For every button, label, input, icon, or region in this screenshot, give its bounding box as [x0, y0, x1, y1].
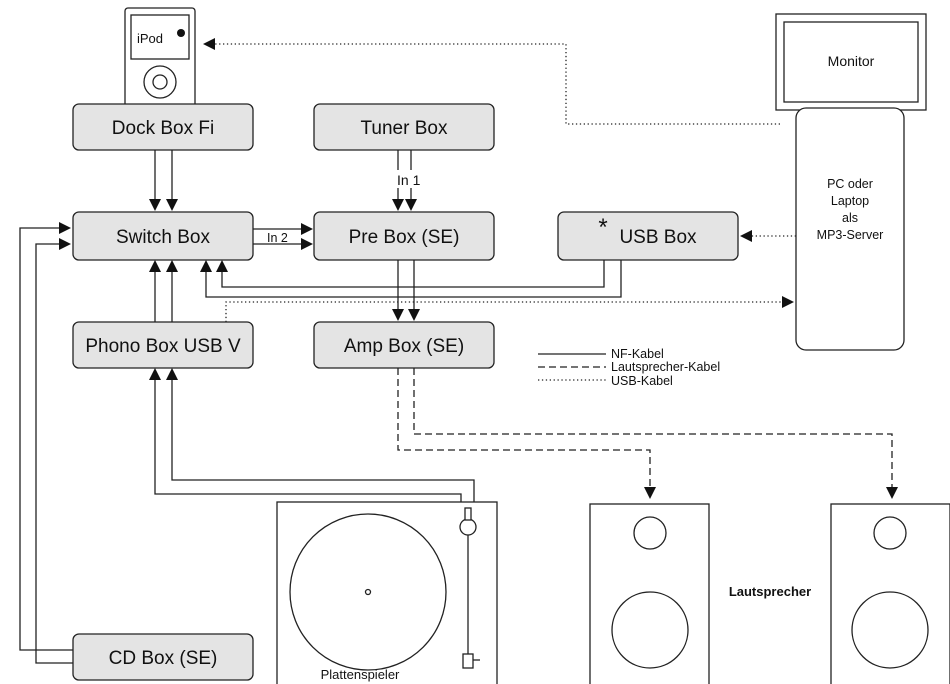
amp-box: Amp Box (SE) [313, 321, 495, 369]
dock-box: Dock Box Fi [72, 103, 254, 151]
monitor-label: Monitor [828, 53, 875, 69]
usb-box: * USB Box [557, 211, 739, 261]
turntable-label: Plattenspieler [321, 667, 400, 682]
tuner-box-label: Tuner Box [361, 118, 448, 139]
speaker-icon [830, 503, 950, 684]
usb-box-star: * [598, 214, 607, 241]
legend-nf: NF-Kabel [611, 347, 664, 361]
tuner-box: Tuner Box [313, 103, 495, 151]
pc-label-line-1: PC oder [827, 177, 873, 191]
ipod-label: iPod [137, 31, 163, 46]
pc-label-line-2: Laptop [831, 194, 869, 208]
cd-box-label: CD Box (SE) [109, 648, 218, 669]
dock-box-label: Dock Box Fi [112, 118, 214, 139]
usb-box-label: USB Box [619, 227, 697, 248]
legend: NF-Kabel Lautsprecher-Kabel USB-Kabel [538, 347, 720, 388]
phono-box: Phono Box USB V [72, 321, 254, 369]
port-in2-label: In 2 [267, 231, 288, 245]
pre-box: Pre Box (SE) [313, 211, 495, 261]
usb-connections [203, 38, 796, 322]
switch-box: Switch Box [72, 211, 254, 261]
legend-usb-cable: USB-Kabel [611, 374, 673, 388]
pc-label-line-3: als [842, 211, 858, 225]
ipod-icon: iPod [124, 7, 196, 109]
port-in1-label: In 1 [397, 172, 421, 188]
turntable-icon [276, 501, 498, 684]
speaker-icon [589, 503, 710, 684]
pc-label-line-4: MP3-Server [817, 228, 884, 242]
switch-box-label: Switch Box [116, 227, 210, 248]
monitor-icon: Monitor [775, 13, 927, 111]
amp-box-label: Amp Box (SE) [344, 336, 464, 357]
cd-box: CD Box (SE) [72, 633, 254, 681]
legend-speaker-cable: Lautsprecher-Kabel [611, 360, 720, 374]
pc-tower-icon: PC oder Laptop als MP3-Server [795, 107, 905, 351]
speaker-connections [397, 368, 898, 499]
pre-box-label: Pre Box (SE) [349, 227, 460, 248]
speakers-label: Lautsprecher [729, 584, 811, 599]
phono-box-label: Phono Box USB V [85, 336, 241, 357]
